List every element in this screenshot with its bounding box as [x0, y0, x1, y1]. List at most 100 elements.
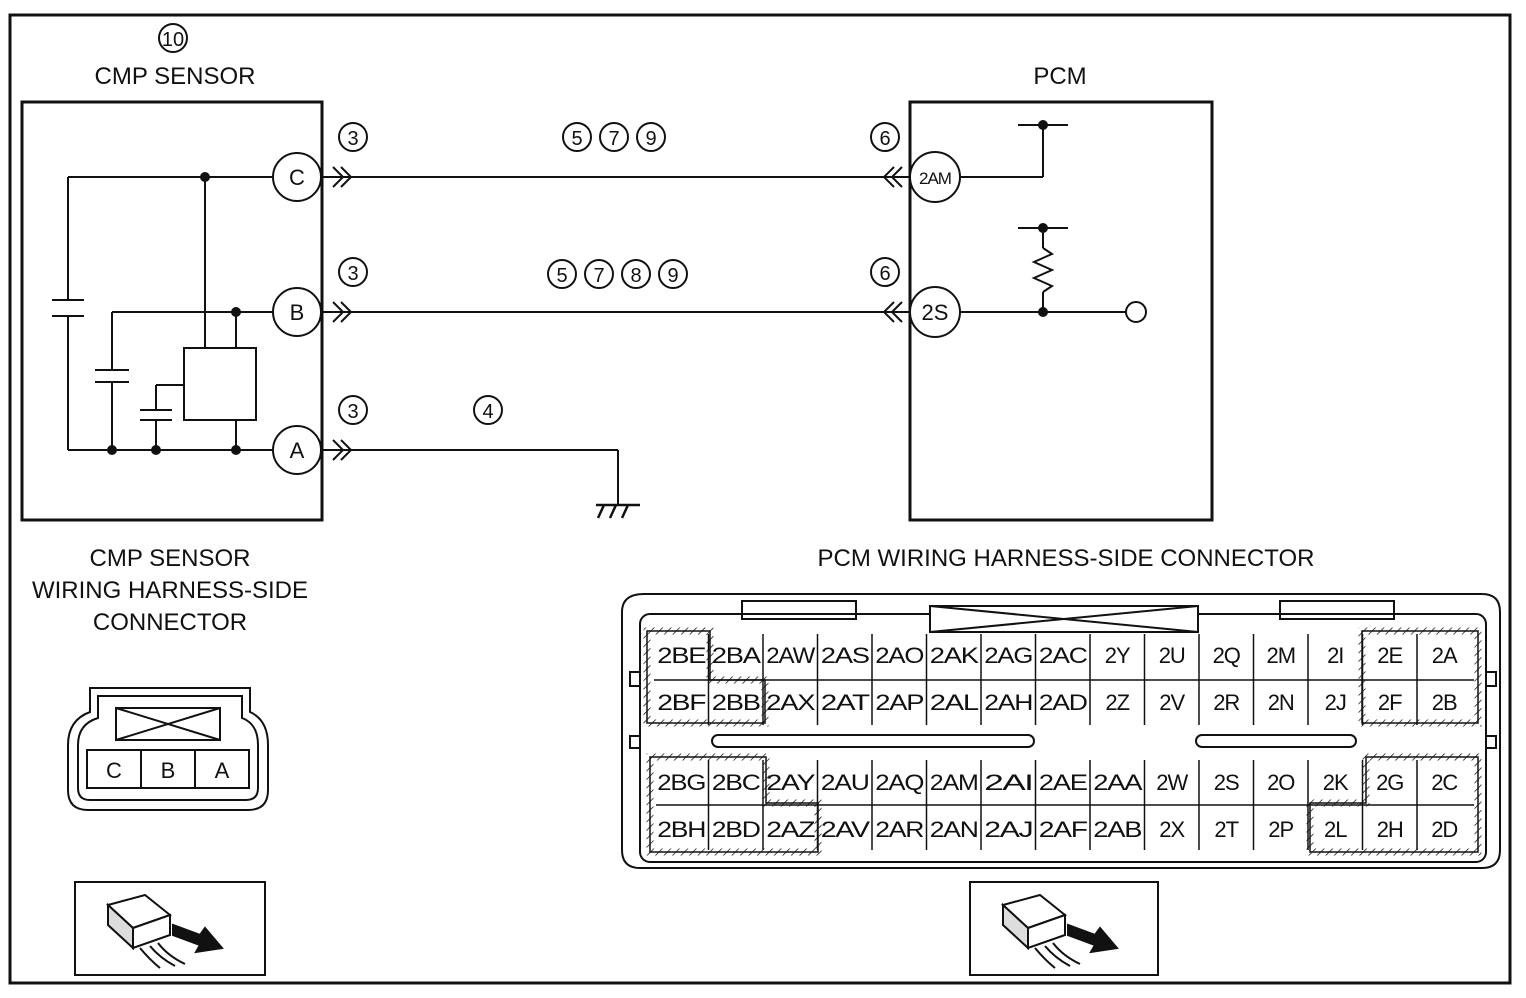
pcm-connector-pin-2ad: 2AD: [1039, 690, 1087, 715]
pcm-connector-pin-2x: 2X: [1159, 817, 1185, 842]
pcm-connector-pin-2m: 2M: [1266, 643, 1295, 668]
pcm-connector-pin-2j: 2J: [1325, 690, 1346, 715]
pcm-connector-pin-2bf: 2BF: [657, 690, 706, 715]
cmp-sensor: 10 CMP SENSOR: [20, 23, 368, 522]
pcm-connector-pin-2af: 2AF: [1039, 817, 1088, 842]
pcm-connector-pin-2ak: 2AK: [930, 643, 980, 668]
pcm-connector-pin-2q: 2Q: [1213, 643, 1241, 668]
cmp-face-pin-a: A: [215, 758, 230, 783]
pcm-pin-2am: 2AM: [919, 169, 951, 188]
pcm-connector-pin-2e: 2E: [1377, 643, 1402, 668]
pcm-connector-pin-2l: 2L: [1324, 817, 1347, 842]
probe-icon: [969, 881, 1159, 976]
pcm-connector-pin-2au: 2AU: [821, 770, 869, 795]
pcm-connector-pin-2a: 2A: [1432, 643, 1458, 668]
pcm-connector-pin-2ax: 2AX: [766, 690, 816, 715]
pcm-connector-pin-2h: 2H: [1377, 817, 1403, 842]
pcm-connector-pin-2bh: 2BH: [657, 817, 705, 842]
pcm-connector-pin-2v: 2V: [1159, 690, 1185, 715]
pcm-connector-pin-2t: 2T: [1214, 817, 1238, 842]
pcm-connector-pin-2ao: 2AO: [875, 643, 924, 668]
pcm-connector-pin-2p: 2P: [1268, 817, 1293, 842]
cmp-pin-c: C: [289, 165, 305, 190]
pcm-connector-pin-2ap: 2AP: [875, 690, 923, 715]
pcm-connector-pin-2ac: 2AC: [1039, 643, 1088, 668]
pcm-connector-pin-2y: 2Y: [1105, 643, 1131, 668]
pcm-terminal-ref-2s: 6: [879, 263, 890, 285]
cmp-pin-a-circle: [272, 425, 322, 475]
cmp-sensor-ref-circle: [158, 23, 188, 53]
cmp-terminal-ref-b: 3: [347, 263, 358, 285]
pcm-connector-pin-2as: 2AS: [821, 643, 869, 668]
pcm-connector-pin-2bc: 2BC: [712, 770, 761, 795]
wire3-ref-1: 4: [482, 401, 493, 423]
wire-ref-circles: [473, 122, 688, 425]
cmp-pin-b-circle: [272, 287, 322, 337]
cmp-connector-title-3: CONNECTOR: [93, 609, 247, 636]
pcm-connector-pin-2i: 2I: [1327, 643, 1343, 668]
pcm-connector-pin-2u: 2U: [1159, 643, 1185, 668]
pcm-connector-pin-2s: 2S: [1214, 770, 1239, 795]
pcm-connector-pin-2ag: 2AG: [984, 643, 1032, 668]
wire1-ref-3: 9: [645, 128, 656, 150]
pcm-connector-pin-2n: 2N: [1268, 690, 1294, 715]
wire1-ref-1: 5: [571, 128, 582, 150]
pcm-connector-pin-2an: 2AN: [930, 817, 978, 842]
cmp-connector-face: CMP SENSOR WIRING HARNESS-SIDE CONNECTOR…: [32, 545, 308, 811]
pcm-connector-pin-2am: 2AM: [930, 770, 978, 795]
pcm-connector-pin-2bd: 2BD: [712, 817, 760, 842]
pcm-connector-pin-2r: 2R: [1213, 690, 1239, 715]
wire2-ref-1: 5: [556, 265, 567, 287]
pcm-connector-pin-2at: 2AT: [821, 690, 870, 715]
cmp-terminal-ref-c: 3: [347, 128, 358, 150]
pcm-connector-pin-2av: 2AV: [821, 817, 871, 842]
cmp-connector-title-1: CMP SENSOR: [90, 545, 251, 572]
ground-icon: [596, 503, 640, 519]
pcm-connector-pin-2az: 2AZ: [766, 817, 815, 842]
pcm-terminal-ref-2am: 6: [879, 128, 890, 150]
pcm-connector-pin-2aw: 2AW: [766, 643, 815, 668]
cmp-sensor-junctions: [107, 172, 241, 455]
diagram-frame: [8, 13, 1512, 985]
pcm-pin-2s: 2S: [922, 300, 949, 325]
pcm-connector-pin-2aj: 2AJ: [984, 817, 1032, 842]
cmp-face-pin-c: C: [106, 758, 122, 783]
wire2-ref-3: 8: [630, 265, 641, 287]
probe-icon: [74, 881, 266, 976]
pcm-connector-title: PCM WIRING HARNESS-SIDE CONNECTOR: [818, 545, 1315, 572]
pcm-connector-pin-2bb: 2BB: [712, 690, 760, 715]
pcm-connector-pin-2ar: 2AR: [875, 817, 923, 842]
cmp-connector-title-2: WIRING HARNESS-SIDE: [32, 577, 308, 604]
pcm-connector-pin-2c: 2C: [1431, 770, 1458, 795]
pcm-connector-pin-2ab: 2AB: [1093, 817, 1141, 842]
pcm-connector-pin-2ay: 2AY: [766, 770, 816, 795]
pcm-connector-pin-2aq: 2AQ: [875, 770, 924, 795]
cmp-pin-c-circle: [272, 152, 322, 202]
pcm-connector-pin-2z: 2Z: [1105, 690, 1129, 715]
pcm-internal-circuit: [960, 124, 1147, 323]
pcm-connector-pin-2k: 2K: [1323, 770, 1349, 795]
pcm: PCM 6 6 2AM 2S: [870, 63, 1214, 522]
wires: [322, 176, 910, 505]
cmp-face-pin-b: B: [161, 758, 176, 783]
cmp-sensor-internal-circuit: [52, 176, 272, 451]
wire2-ref-2: 7: [593, 265, 604, 287]
pcm-connector-pin-2ae: 2AE: [1039, 770, 1087, 795]
wire2-ref-4: 9: [667, 265, 678, 287]
pcm-connector-pin-2be: 2BE: [657, 643, 705, 668]
wire1-ref-2: 7: [608, 128, 619, 150]
cmp-sensor-ref: 10: [162, 29, 184, 51]
cmp-pin-b: B: [290, 300, 305, 325]
pcm-connector-pin-2ah: 2AH: [984, 690, 1032, 715]
pcm-connector-pin-2g: 2G: [1376, 770, 1403, 795]
cmp-pin-a: A: [290, 438, 305, 463]
pcm-connector-pin-2o: 2O: [1267, 770, 1295, 795]
cmp-terminal-ref-a: 3: [347, 401, 358, 423]
pcm-connector-pin-2b: 2B: [1432, 690, 1457, 715]
pcm-connector-pin-2bg: 2BG: [657, 770, 705, 795]
pcm-connector-pin-2ai: 2AI: [984, 770, 1032, 795]
pcm-connector-pin-2d: 2D: [1431, 817, 1457, 842]
pcm-connector-pin-2aa: 2AA: [1093, 770, 1143, 795]
cmp-sensor-title: CMP SENSOR: [95, 63, 256, 90]
